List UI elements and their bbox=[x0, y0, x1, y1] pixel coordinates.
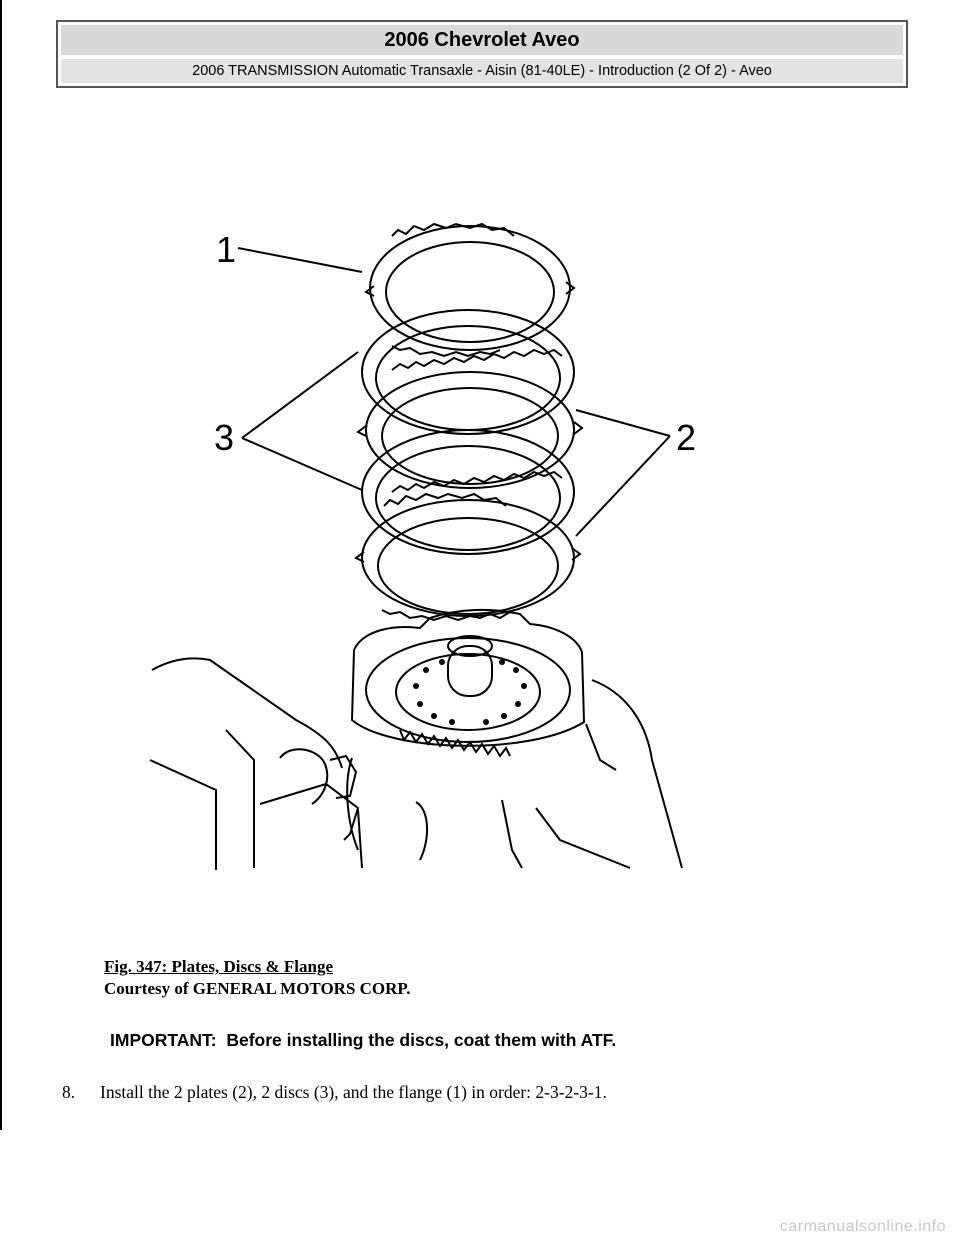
procedure-step: 8. Install the 2 plates (2), 2 discs (3),… bbox=[62, 1082, 607, 1103]
important-label: IMPORTANT: bbox=[110, 1030, 217, 1050]
document-subtitle: 2006 TRANSMISSION Automatic Transaxle - … bbox=[61, 59, 903, 83]
document-title: 2006 Chevrolet Aveo bbox=[61, 25, 903, 55]
callout-1: 1 bbox=[216, 229, 236, 270]
step-text: Install the 2 plates (2), 2 discs (3), a… bbox=[100, 1082, 607, 1102]
figure-caption: Fig. 347: Plates, Discs & Flange Courtes… bbox=[104, 956, 411, 1000]
important-notice: IMPORTANT: Before installing the discs, … bbox=[110, 1030, 616, 1051]
figure-title: Fig. 347: Plates, Discs & Flange bbox=[104, 957, 333, 976]
page-frame bbox=[0, 0, 960, 1130]
step-number: 8. bbox=[62, 1082, 76, 1102]
document-header: 2006 Chevrolet Aveo 2006 TRANSMISSION Au… bbox=[56, 20, 908, 88]
figure-courtesy: Courtesy of GENERAL MOTORS CORP. bbox=[104, 979, 411, 998]
callout-2: 2 bbox=[676, 417, 696, 458]
watermark: carmanualsonline.info bbox=[779, 1218, 946, 1235]
plates-discs-flange-illustration: 1 3 2 bbox=[149, 222, 696, 870]
important-text: Before installing the discs, coat them w… bbox=[226, 1030, 617, 1050]
callout-3: 3 bbox=[214, 417, 234, 458]
